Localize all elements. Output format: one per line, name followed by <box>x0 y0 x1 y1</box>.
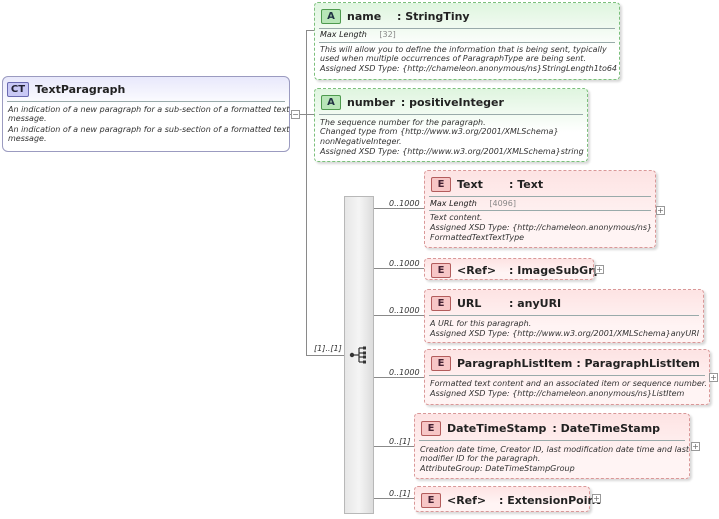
element-name: DateTimeStamp <box>447 421 547 435</box>
attribute-desc-line: Assigned XSD Type: {http://www.w3.org/20… <box>320 147 584 156</box>
element-type: : ExtensionPoint <box>499 493 601 507</box>
element-badge: E <box>431 176 451 192</box>
element-box-imagesubgrp[interactable]: E <Ref> : ImageSubGrp <box>424 258 602 280</box>
element-box-extensionpoint[interactable]: E <Ref> : ExtensionPoint <box>414 486 601 512</box>
connector-url <box>374 315 424 316</box>
connector-seq-in <box>306 355 344 356</box>
attribute-badge: A <box>321 8 341 24</box>
element-name: <Ref> <box>447 493 487 507</box>
element-cardinality: 0..1000 <box>389 199 420 208</box>
element-name: <Ref> <box>457 263 497 277</box>
element-box-text[interactable]: E Text : Text Max Length [4096] Text con… <box>424 170 656 248</box>
connector-extensionpoint <box>374 498 414 499</box>
element-desc-line: Assigned XSD Type: {http://chameleon.ano… <box>430 223 653 232</box>
attribute-desc-line: This will allow you to define the inform… <box>320 45 607 54</box>
element-desc-line: Formatted text content and an associated… <box>430 379 707 388</box>
expand-toggle-imagesubgrp[interactable]: + <box>595 265 604 274</box>
facet-value: [32] <box>379 30 396 39</box>
attribute-box-number[interactable]: A number : positiveInteger The sequence … <box>314 88 588 162</box>
connector-imagesubgrp <box>374 268 424 269</box>
element-box-url[interactable]: E URL : anyURI A URL for this paragraph.… <box>424 289 704 343</box>
expand-toggle-text[interactable]: + <box>656 206 665 215</box>
complex-type-badge: CT <box>7 81 29 97</box>
complex-type-desc-3: An indication of a new paragraph for a s… <box>8 125 290 134</box>
element-cardinality: 0..[1] <box>389 437 411 446</box>
connector-datetimestamp <box>374 446 414 447</box>
element-type: : Text <box>509 177 544 191</box>
element-desc-line: Assigned XSD Type: {http://chameleon.ano… <box>430 389 685 398</box>
element-name: Text <box>457 177 483 191</box>
connector-attr-number <box>306 114 314 115</box>
connector-attr-trunk <box>306 30 307 356</box>
element-cardinality: 0..[1] <box>389 489 411 498</box>
element-cardinality: 0..1000 <box>389 259 420 268</box>
element-badge: E <box>431 355 451 371</box>
element-type: : ImageSubGrp <box>509 263 602 277</box>
attribute-name: number <box>347 95 395 109</box>
element-badge: E <box>431 295 451 311</box>
connector-seq-trunk <box>374 208 375 498</box>
element-badge: E <box>421 492 441 508</box>
facet-label: Max Length <box>430 199 477 208</box>
element-desc-line: A URL for this paragraph. <box>430 319 532 328</box>
element-cardinality: 0..1000 <box>389 306 420 315</box>
connector-text <box>374 208 424 209</box>
element-badge: E <box>421 420 441 436</box>
expand-toggle-complex-type[interactable]: − <box>291 110 300 119</box>
element-desc-line: AttributeGroup: DateTimeStampGroup <box>420 464 575 473</box>
attribute-box-name[interactable]: A name : StringTiny Max Length [32] This… <box>314 2 620 80</box>
attribute-badge: A <box>321 94 341 110</box>
attribute-desc-line: Changed type from {http://www.w3.org/200… <box>320 127 559 136</box>
element-box-datetimestamp[interactable]: E DateTimeStamp : DateTimeStamp Creation… <box>414 413 690 479</box>
sequence-icon <box>349 346 366 364</box>
attribute-type: : StringTiny <box>397 9 470 23</box>
complex-type-desc-2: message. <box>8 114 47 123</box>
attribute-desc-line: Assigned XSD Type: {http://chameleon.ano… <box>320 64 618 73</box>
element-cardinality: 0..1000 <box>389 368 420 377</box>
attribute-name: name <box>347 9 382 23</box>
element-type: : anyURI <box>509 296 562 310</box>
sequence-compositor[interactable] <box>344 196 374 514</box>
complex-type-desc-4: message. <box>8 134 47 143</box>
connector-paragraphlistitem <box>374 377 424 378</box>
facet-label: Max Length <box>320 30 367 39</box>
expand-toggle-extensionpoint[interactable]: + <box>592 494 601 503</box>
element-type: : DateTimeStamp <box>552 421 661 435</box>
element-desc-line: Text content. <box>430 213 483 222</box>
attribute-desc-line: The sequence number for the paragraph. <box>320 118 486 127</box>
expand-toggle-datetimestamp[interactable]: + <box>691 442 700 451</box>
element-badge: E <box>431 262 451 278</box>
complex-type-desc-1: An indication of a new paragraph for a s… <box>8 105 290 114</box>
attribute-desc-line: nonNegativeInteger. <box>320 137 402 146</box>
element-desc-line: Assigned XSD Type: {http://www.w3.org/20… <box>430 329 700 338</box>
attribute-desc-line: used when multiple occurrences of Paragr… <box>320 54 586 63</box>
element-name: URL <box>457 296 482 310</box>
element-desc-line: FormattedTextTextType <box>430 233 525 242</box>
complex-type-name: TextParagraph <box>35 82 126 96</box>
facet-value: [4096] <box>489 199 516 208</box>
element-type: : ParagraphListItem <box>576 356 700 370</box>
connector-attr-name <box>306 30 314 31</box>
element-desc-line: modifier ID for the paragraph. <box>420 454 541 463</box>
sequence-cardinality: [1]..[1] <box>314 344 342 353</box>
attribute-type: : positiveInteger <box>400 95 504 109</box>
element-name: ParagraphListItem <box>457 356 573 370</box>
element-box-paragraphlistitem[interactable]: E ParagraphListItem : ParagraphListItem … <box>424 349 710 405</box>
element-desc-line: Creation date time, Creator ID, last mod… <box>420 445 689 454</box>
expand-toggle-paragraphlistitem[interactable]: + <box>709 373 718 382</box>
complex-type-box[interactable]: CT TextParagraph An indication of a new … <box>2 76 290 152</box>
